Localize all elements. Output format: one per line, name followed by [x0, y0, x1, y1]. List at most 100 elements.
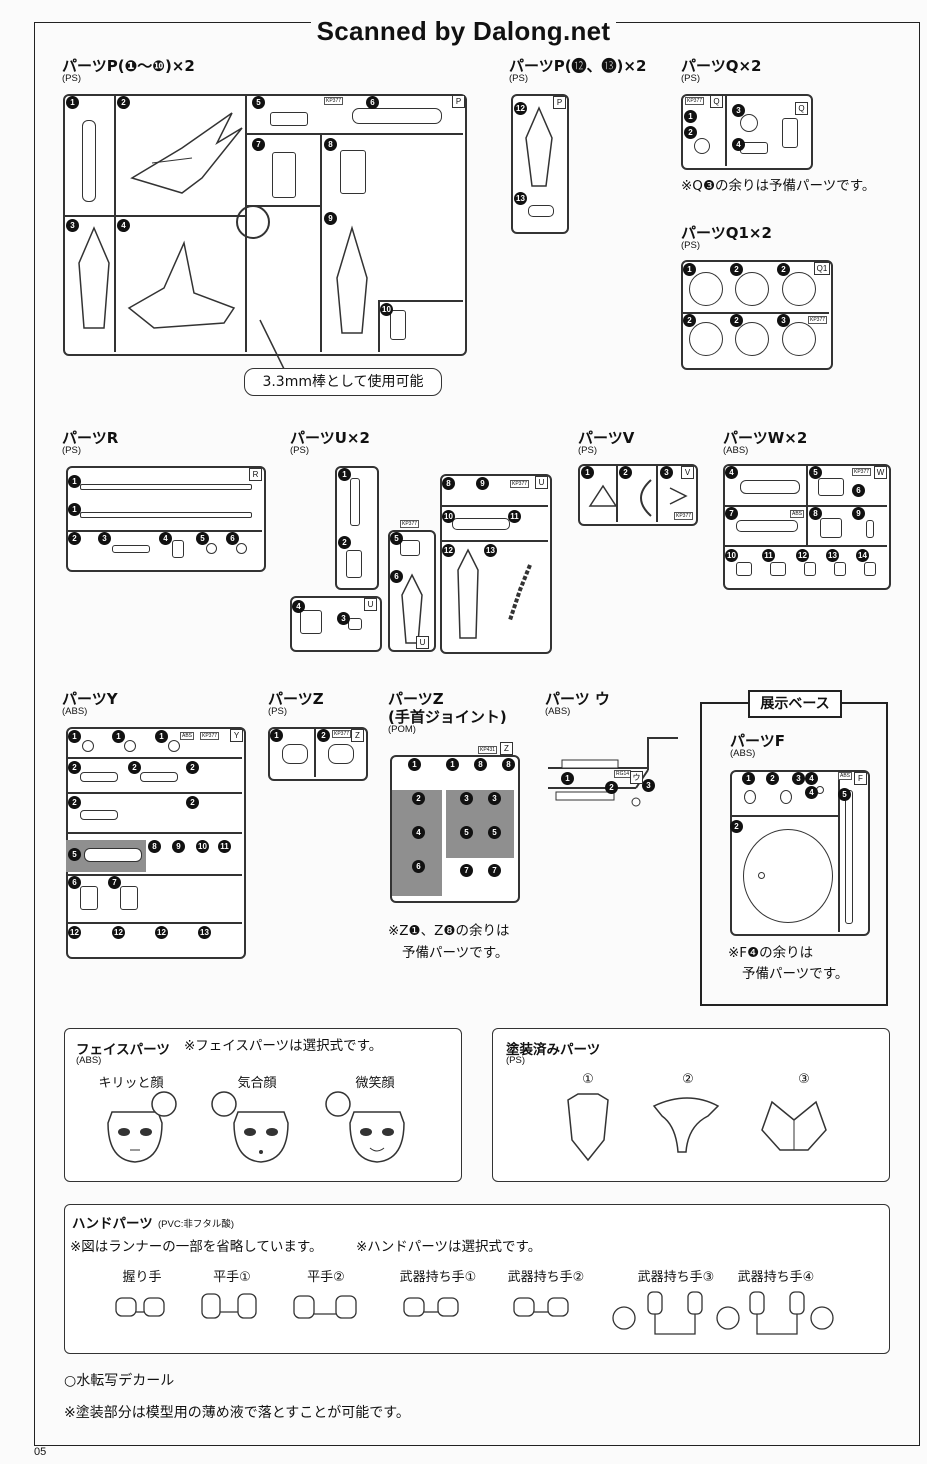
material-z: (PS) — [268, 706, 287, 717]
part-number-badge: 10 — [442, 510, 455, 523]
part-number-badge: 6 — [390, 570, 403, 583]
part-number-badge: 3 — [642, 779, 655, 792]
hand-panel-title: ハンドパーツ — [72, 1216, 153, 1232]
note-f-1: ※F❹の余りは — [728, 945, 814, 961]
part-number-badge: 12 — [442, 544, 455, 557]
part-number-badge: 1 — [68, 475, 81, 488]
part-number-badge: 2 — [730, 820, 743, 833]
part-number-badge: 8 — [474, 758, 487, 771]
part-number-badge: 13 — [826, 549, 839, 562]
part-number-badge: 7 — [725, 507, 738, 520]
part-number-badge: 1 — [112, 730, 125, 743]
part-number-badge: 11 — [762, 549, 775, 562]
part-number-badge: 4 — [159, 532, 172, 545]
part-number-badge: 8 — [148, 840, 161, 853]
part-number-badge: 5 — [252, 96, 265, 109]
part-number-badge: 3 — [66, 219, 79, 232]
part-number-badge: 13 — [484, 544, 497, 557]
part-number-badge: 2 — [68, 796, 81, 809]
part-number-badge: 2 — [186, 761, 199, 774]
material-q: (PS) — [681, 73, 700, 84]
face-label-1[interactable]: キリッと顔 — [98, 1076, 164, 1091]
part-number-badge: 13 — [514, 192, 527, 205]
watermark: Scanned by Dalong.net — [0, 16, 927, 47]
runner-code-label: RG14 — [614, 770, 632, 778]
part-number-badge: 9 — [476, 477, 489, 490]
hand-label-6[interactable]: 武器持ち手③ — [637, 1270, 715, 1285]
part-number-badge: 7 — [252, 138, 265, 151]
note-zpom-1: ※Z❶、Z❽の余りは — [388, 923, 510, 939]
runner-tag: Q — [795, 102, 808, 115]
part-number-badge: 5 — [196, 532, 209, 545]
runner-code-label: KP377 — [200, 732, 220, 740]
hand-label-4[interactable]: 武器持ち手① — [399, 1270, 477, 1285]
hand-parts-drawing — [115, 1291, 834, 1335]
runner-tag: Q — [710, 95, 723, 108]
section-title-q1: パーツQ1×2 — [681, 224, 772, 242]
runner-code-label: KP377 — [332, 730, 352, 738]
painted-parts-drawing — [567, 1093, 827, 1162]
part-number-badge: 2 — [117, 96, 130, 109]
runner-code-label: KP377 — [324, 97, 344, 105]
hand-label-3[interactable]: 平手② — [307, 1270, 345, 1285]
runner-tag: U — [416, 636, 429, 649]
part-number-badge: 4 — [117, 219, 130, 232]
section-title-p2: パーツP(⓬、⓭)×2 — [509, 57, 647, 75]
material-u: (PS) — [290, 445, 309, 456]
material-p2: (PS) — [509, 73, 528, 84]
hand-label-5[interactable]: 武器持ち手② — [507, 1270, 585, 1285]
hand-label-7[interactable]: 武器持ち手④ — [737, 1270, 815, 1285]
part-number-badge: 3 — [98, 532, 111, 545]
section-title-y: パーツY — [62, 690, 118, 708]
runner-code-label: KP377 — [685, 97, 705, 105]
hand-panel-note1: ※図はランナーの一部を省略しています。 — [70, 1239, 323, 1255]
runner-code-label: KP431 — [478, 746, 498, 754]
part-number-badge: 2 — [338, 536, 351, 549]
material-y: (ABS) — [62, 706, 88, 717]
runner-tag: F — [854, 772, 867, 785]
face-label-3[interactable]: 微笑顔 — [355, 1076, 395, 1091]
part-number-badge: 4 — [805, 772, 818, 785]
part-number-badge: 2 — [68, 532, 81, 545]
part-number-badge: 2 — [777, 263, 790, 276]
part-number-badge: 9 — [852, 507, 865, 520]
material-w: (ABS) — [723, 445, 749, 456]
part-number-badge: 12 — [155, 926, 168, 939]
material-zpom: (POM) — [388, 724, 416, 735]
part-number-badge: 6 — [852, 484, 865, 497]
part-number-badge: 2 — [766, 772, 779, 785]
part-number-badge: 7 — [108, 876, 121, 889]
painted-panel-material: (PS) — [506, 1055, 525, 1066]
part-number-badge: 12 — [796, 549, 809, 562]
hand-label-2[interactable]: 平手① — [213, 1270, 251, 1285]
part-number-badge: 3 — [660, 466, 673, 479]
part-number-badge: 4 — [412, 826, 425, 839]
runner-tag: W — [874, 466, 887, 479]
part-number-badge: 1 — [684, 110, 697, 123]
runner-tag: Q1 — [814, 262, 830, 275]
part-number-badge: 2 — [186, 796, 199, 809]
runner-tag: P — [452, 95, 465, 108]
part-number-badge: 13 — [198, 926, 211, 939]
runner-tag: Y — [230, 729, 243, 742]
part-number-badge: 1 — [270, 729, 283, 742]
part-number-badge: 12 — [68, 926, 81, 939]
runner-tag: ウ — [630, 771, 643, 784]
hand-panel-material: (PVC:非フタル酸) — [158, 1219, 235, 1230]
part-number-badge: 6 — [68, 876, 81, 889]
part-number-badge: 8 — [442, 477, 455, 490]
hand-panel-note2: ※ハンドパーツは選択式です。 — [356, 1239, 542, 1255]
material-v: (PS) — [578, 445, 597, 456]
runner-code-label: KP377 — [808, 316, 828, 324]
face-label-2[interactable]: 気合顔 — [237, 1076, 277, 1091]
hand-label-1[interactable]: 握り手 — [122, 1270, 162, 1285]
part-number-badge: 2 — [684, 126, 697, 139]
section-title-u: パーツU×2 — [290, 429, 370, 447]
runner-code-label: KP377 — [674, 512, 694, 520]
section-title-w: パーツW×2 — [723, 429, 808, 447]
part-number-badge: 7 — [488, 864, 501, 877]
note-f-2: 予備パーツです。 — [742, 966, 849, 982]
part-number-badge: 4 — [805, 786, 818, 799]
painted-item-2: ② — [682, 1072, 694, 1087]
part-number-badge: 11 — [218, 840, 231, 853]
